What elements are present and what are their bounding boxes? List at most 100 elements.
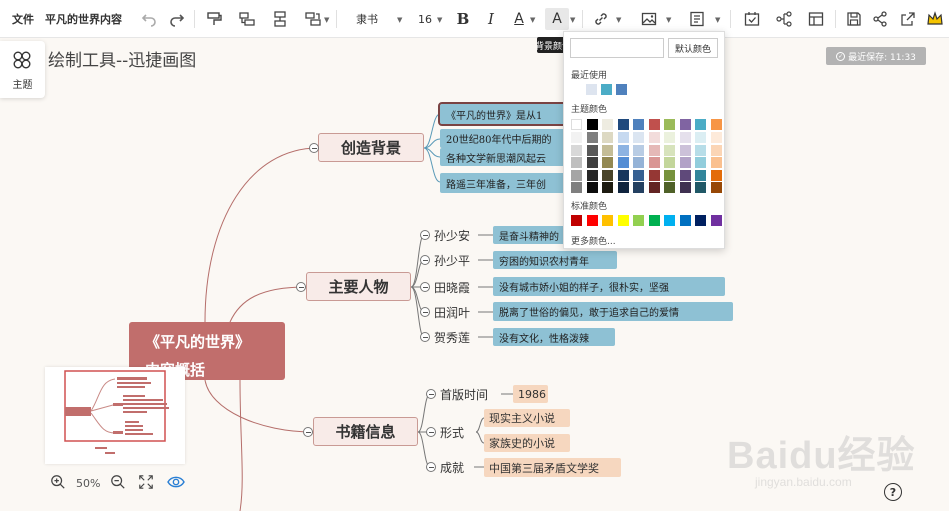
theme-color-swatch[interactable]	[664, 119, 675, 130]
task-icon[interactable]	[743, 10, 761, 28]
standard-color-swatch[interactable]	[571, 215, 582, 226]
theme-panel[interactable]: 主题	[0, 41, 45, 98]
character-name[interactable]: 贺秀莲	[434, 330, 471, 345]
standard-color-swatch[interactable]	[710, 215, 722, 226]
theme-color-swatch[interactable]	[648, 132, 660, 143]
theme-color-swatch[interactable]	[586, 182, 598, 193]
theme-color-swatch[interactable]	[679, 132, 691, 143]
theme-color-swatch[interactable]	[664, 169, 675, 181]
note-icon[interactable]	[688, 10, 706, 28]
chevron-down-icon[interactable]: ▼	[437, 16, 443, 24]
theme-color-swatch[interactable]	[710, 157, 722, 168]
theme-color-swatch[interactable]	[571, 157, 582, 168]
theme-color-swatch[interactable]	[695, 132, 706, 143]
theme-color-swatch[interactable]	[648, 119, 660, 130]
eye-icon[interactable]	[166, 474, 186, 492]
minimap[interactable]	[45, 367, 185, 464]
theme-color-swatch[interactable]	[602, 157, 613, 168]
theme-color-swatch[interactable]	[710, 119, 722, 130]
layout-icon[interactable]	[807, 10, 825, 28]
character-name[interactable]: 孙少安	[434, 228, 471, 243]
font-size-select[interactable]: 16	[418, 12, 432, 26]
character-name[interactable]: 田晓霞	[434, 280, 471, 295]
form-item[interactable]: 现实主义小说	[484, 409, 570, 427]
form-item[interactable]: 家族史的小说	[484, 434, 570, 452]
theme-color-swatch[interactable]	[695, 144, 706, 156]
standard-color-swatch[interactable]	[695, 215, 706, 226]
standard-color-swatch[interactable]	[617, 215, 629, 226]
recent-color-swatch[interactable]	[586, 84, 597, 95]
default-color-button[interactable]: 默认颜色	[668, 38, 718, 58]
italic-icon[interactable]: I	[488, 10, 494, 28]
theme-color-swatch[interactable]	[602, 182, 613, 193]
branch-bookinfo-node[interactable]: 书籍信息	[313, 417, 418, 446]
root-node[interactable]: 《平凡的世界》 内容概括	[129, 322, 285, 380]
theme-color-swatch[interactable]	[695, 119, 706, 130]
theme-color-swatch[interactable]	[571, 119, 582, 130]
standard-color-swatch[interactable]	[648, 215, 660, 226]
collapse-toggle[interactable]	[303, 427, 313, 437]
more-colors-link[interactable]: 更多颜色...	[571, 237, 616, 247]
insert-child-icon[interactable]	[271, 10, 289, 28]
theme-color-swatch[interactable]	[664, 157, 675, 168]
color-hex-input[interactable]	[570, 38, 664, 58]
theme-color-swatch[interactable]	[617, 157, 629, 168]
save-icon[interactable]	[845, 10, 863, 28]
theme-color-swatch[interactable]	[602, 119, 613, 130]
structure-icon[interactable]	[775, 10, 793, 28]
redo-icon[interactable]	[168, 10, 186, 28]
theme-color-swatch[interactable]	[586, 169, 598, 181]
help-button[interactable]: ?	[884, 483, 902, 501]
theme-color-swatch[interactable]	[586, 119, 598, 130]
chevron-down-icon[interactable]: ▼	[324, 16, 330, 24]
character-desc[interactable]: 脱离了世俗的偏见，敢于追求自己的爱情	[493, 302, 733, 321]
character-desc[interactable]: 没有城市娇小姐的样子，很朴实，坚强	[493, 277, 725, 296]
background-item[interactable]: 20世纪80年代中后期的	[440, 129, 567, 148]
chevron-down-icon[interactable]: ▼	[530, 16, 536, 24]
collapse-toggle[interactable]	[420, 282, 430, 292]
theme-color-swatch[interactable]	[617, 182, 629, 193]
collapse-toggle[interactable]	[296, 282, 306, 292]
theme-color-swatch[interactable]	[633, 169, 644, 181]
fit-screen-icon[interactable]	[138, 474, 156, 492]
theme-color-swatch[interactable]	[571, 144, 582, 156]
branch-background-node[interactable]: 创造背景	[318, 133, 424, 162]
theme-color-swatch[interactable]	[648, 144, 660, 156]
theme-color-swatch[interactable]	[648, 182, 660, 193]
achievement-label[interactable]: 成就	[440, 460, 465, 475]
theme-color-swatch[interactable]	[664, 144, 675, 156]
standard-color-swatch[interactable]	[664, 215, 675, 226]
insert-sibling-icon[interactable]	[238, 10, 256, 28]
form-label[interactable]: 形式	[440, 425, 465, 440]
character-name[interactable]: 孙少平	[434, 253, 471, 268]
theme-color-swatch[interactable]	[679, 144, 691, 156]
insert-summary-icon[interactable]	[304, 10, 322, 28]
theme-color-swatch[interactable]	[664, 182, 675, 193]
character-desc[interactable]: 穷困的知识农村青年	[493, 251, 617, 269]
collapse-toggle[interactable]	[420, 307, 430, 317]
chevron-down-icon[interactable]: ▼	[666, 16, 672, 24]
theme-color-swatch[interactable]	[602, 169, 613, 181]
standard-color-swatch[interactable]	[679, 215, 691, 226]
theme-color-swatch[interactable]	[679, 157, 691, 168]
chevron-down-icon[interactable]: ▼	[616, 16, 622, 24]
theme-color-swatch[interactable]	[617, 119, 629, 130]
link-icon[interactable]	[592, 10, 610, 28]
first-edition-label[interactable]: 首版时间	[440, 387, 489, 402]
standard-color-swatch[interactable]	[602, 215, 613, 226]
export-icon[interactable]	[899, 10, 917, 28]
zoom-out-icon[interactable]	[110, 474, 128, 492]
chevron-down-icon[interactable]: ▼	[570, 16, 576, 24]
theme-color-swatch[interactable]	[695, 169, 706, 181]
collapse-toggle[interactable]	[420, 332, 430, 342]
theme-color-swatch[interactable]	[617, 169, 629, 181]
theme-color-swatch[interactable]	[710, 144, 722, 156]
background-item[interactable]: 《平凡的世界》是从1	[438, 102, 569, 126]
collapse-toggle[interactable]	[426, 389, 436, 399]
crown-icon[interactable]	[926, 10, 944, 28]
theme-color-swatch[interactable]	[710, 169, 722, 181]
collapse-toggle[interactable]	[426, 427, 436, 437]
undo-icon[interactable]	[140, 10, 158, 28]
standard-color-swatch[interactable]	[586, 215, 598, 226]
bold-icon[interactable]: B	[456, 10, 470, 28]
